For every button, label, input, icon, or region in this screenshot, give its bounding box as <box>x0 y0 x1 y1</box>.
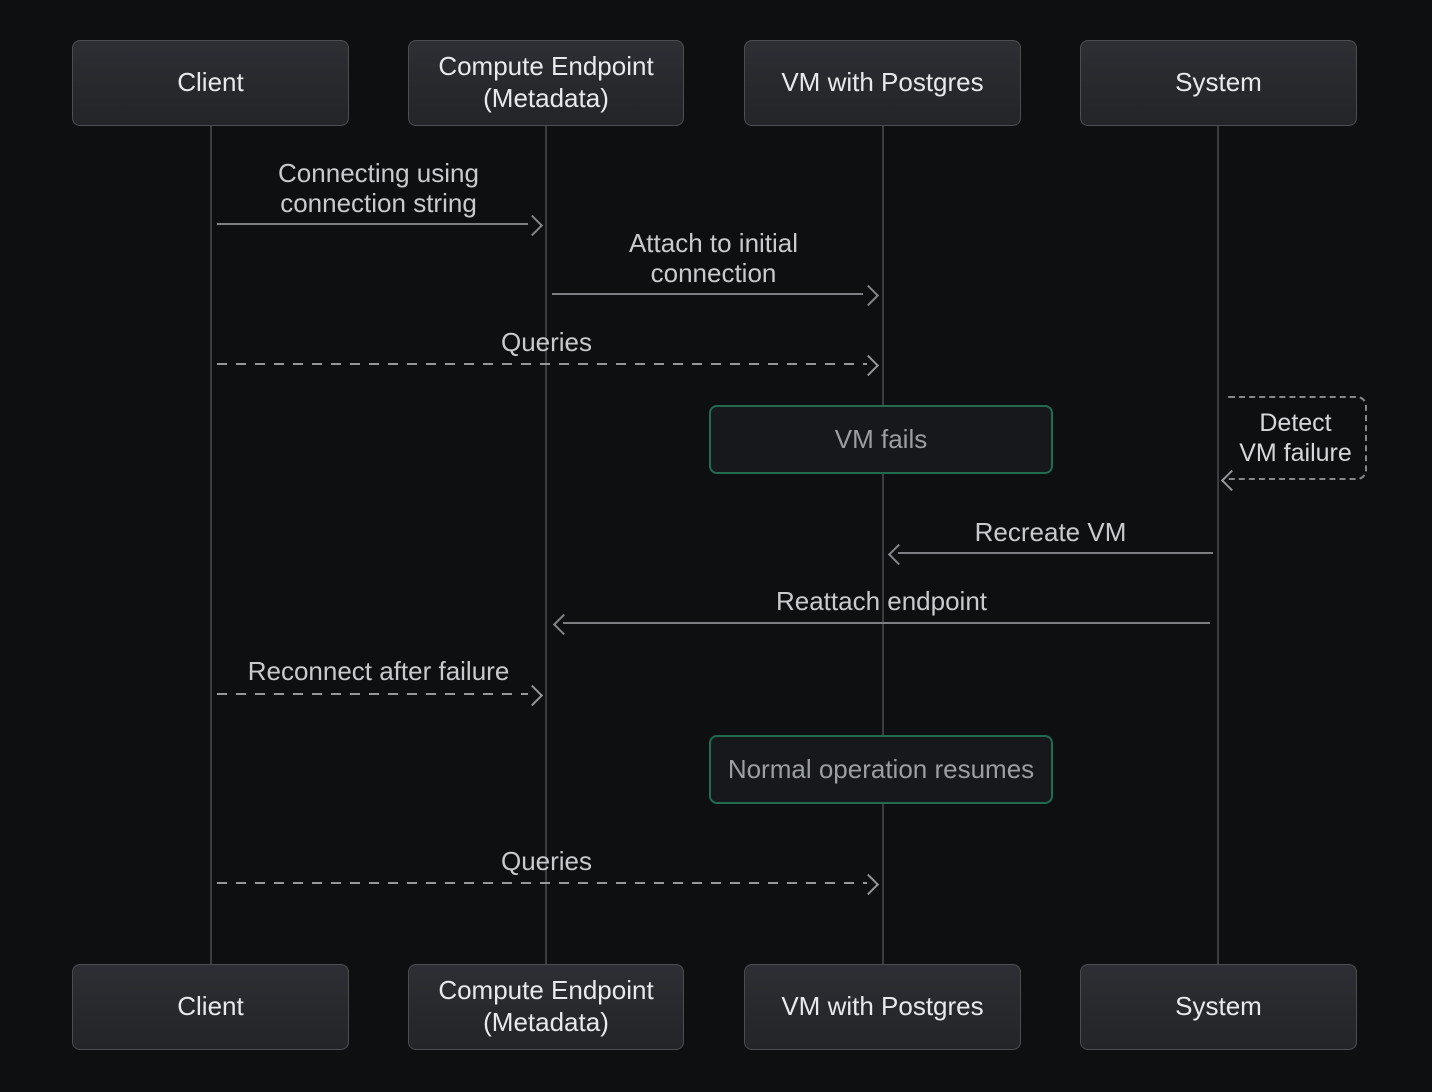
arrowhead-right-icon <box>521 684 544 707</box>
participant-compute-bottom: Compute Endpoint (Metadata) <box>408 964 684 1050</box>
participant-label: Compute Endpoint (Metadata) <box>438 975 654 1037</box>
arrowhead-right-icon <box>857 873 880 896</box>
message-label: Detect VM failure <box>1239 409 1352 467</box>
message-line <box>563 622 1210 624</box>
participant-label: Compute Endpoint (Metadata) <box>438 51 654 113</box>
message-label: Queries <box>500 846 593 876</box>
participant-label: VM with Postgres <box>781 67 984 98</box>
lifeline-client <box>210 126 212 964</box>
message-line <box>217 223 528 225</box>
participant-label: System <box>1175 67 1262 98</box>
arrowhead-right-icon <box>857 284 880 307</box>
message-line <box>217 363 867 365</box>
participant-label: VM with Postgres <box>781 991 984 1022</box>
message-label: Reattach endpoint <box>775 586 988 616</box>
message-label: Queries <box>500 327 593 357</box>
participant-label: System <box>1175 991 1262 1022</box>
participant-compute-top: Compute Endpoint (Metadata) <box>408 40 684 126</box>
note-normal-operation: Normal operation resumes <box>709 735 1053 804</box>
participant-client-bottom: Client <box>72 964 349 1050</box>
message-line <box>898 552 1213 554</box>
participant-system-top: System <box>1080 40 1357 126</box>
participant-label: Client <box>177 67 244 98</box>
participant-vm-bottom: VM with Postgres <box>744 964 1021 1050</box>
message-line <box>552 293 863 295</box>
lifeline-system <box>1217 126 1219 964</box>
note-vm-fails: VM fails <box>709 405 1053 474</box>
note-label: VM fails <box>834 424 928 454</box>
lifeline-vm-postgres <box>882 126 884 964</box>
participant-vm-top: VM with Postgres <box>744 40 1021 126</box>
message-line <box>217 693 528 695</box>
lifeline-compute-endpoint <box>545 126 547 964</box>
arrowhead-left-icon <box>552 613 575 636</box>
participant-client-top: Client <box>72 40 349 126</box>
participant-system-bottom: System <box>1080 964 1357 1050</box>
message-line <box>217 882 867 884</box>
message-label: Recreate VM <box>974 517 1127 547</box>
message-label: Attach to initial connection <box>628 228 799 289</box>
message-label: Reconnect after failure <box>247 656 510 686</box>
self-message-loop: Detect VM failure <box>1226 396 1367 480</box>
message-label: Connecting using connection string <box>278 158 479 219</box>
participant-label: Client <box>177 991 244 1022</box>
note-label: Normal operation resumes <box>727 754 1035 784</box>
arrowhead-right-icon <box>857 354 880 377</box>
